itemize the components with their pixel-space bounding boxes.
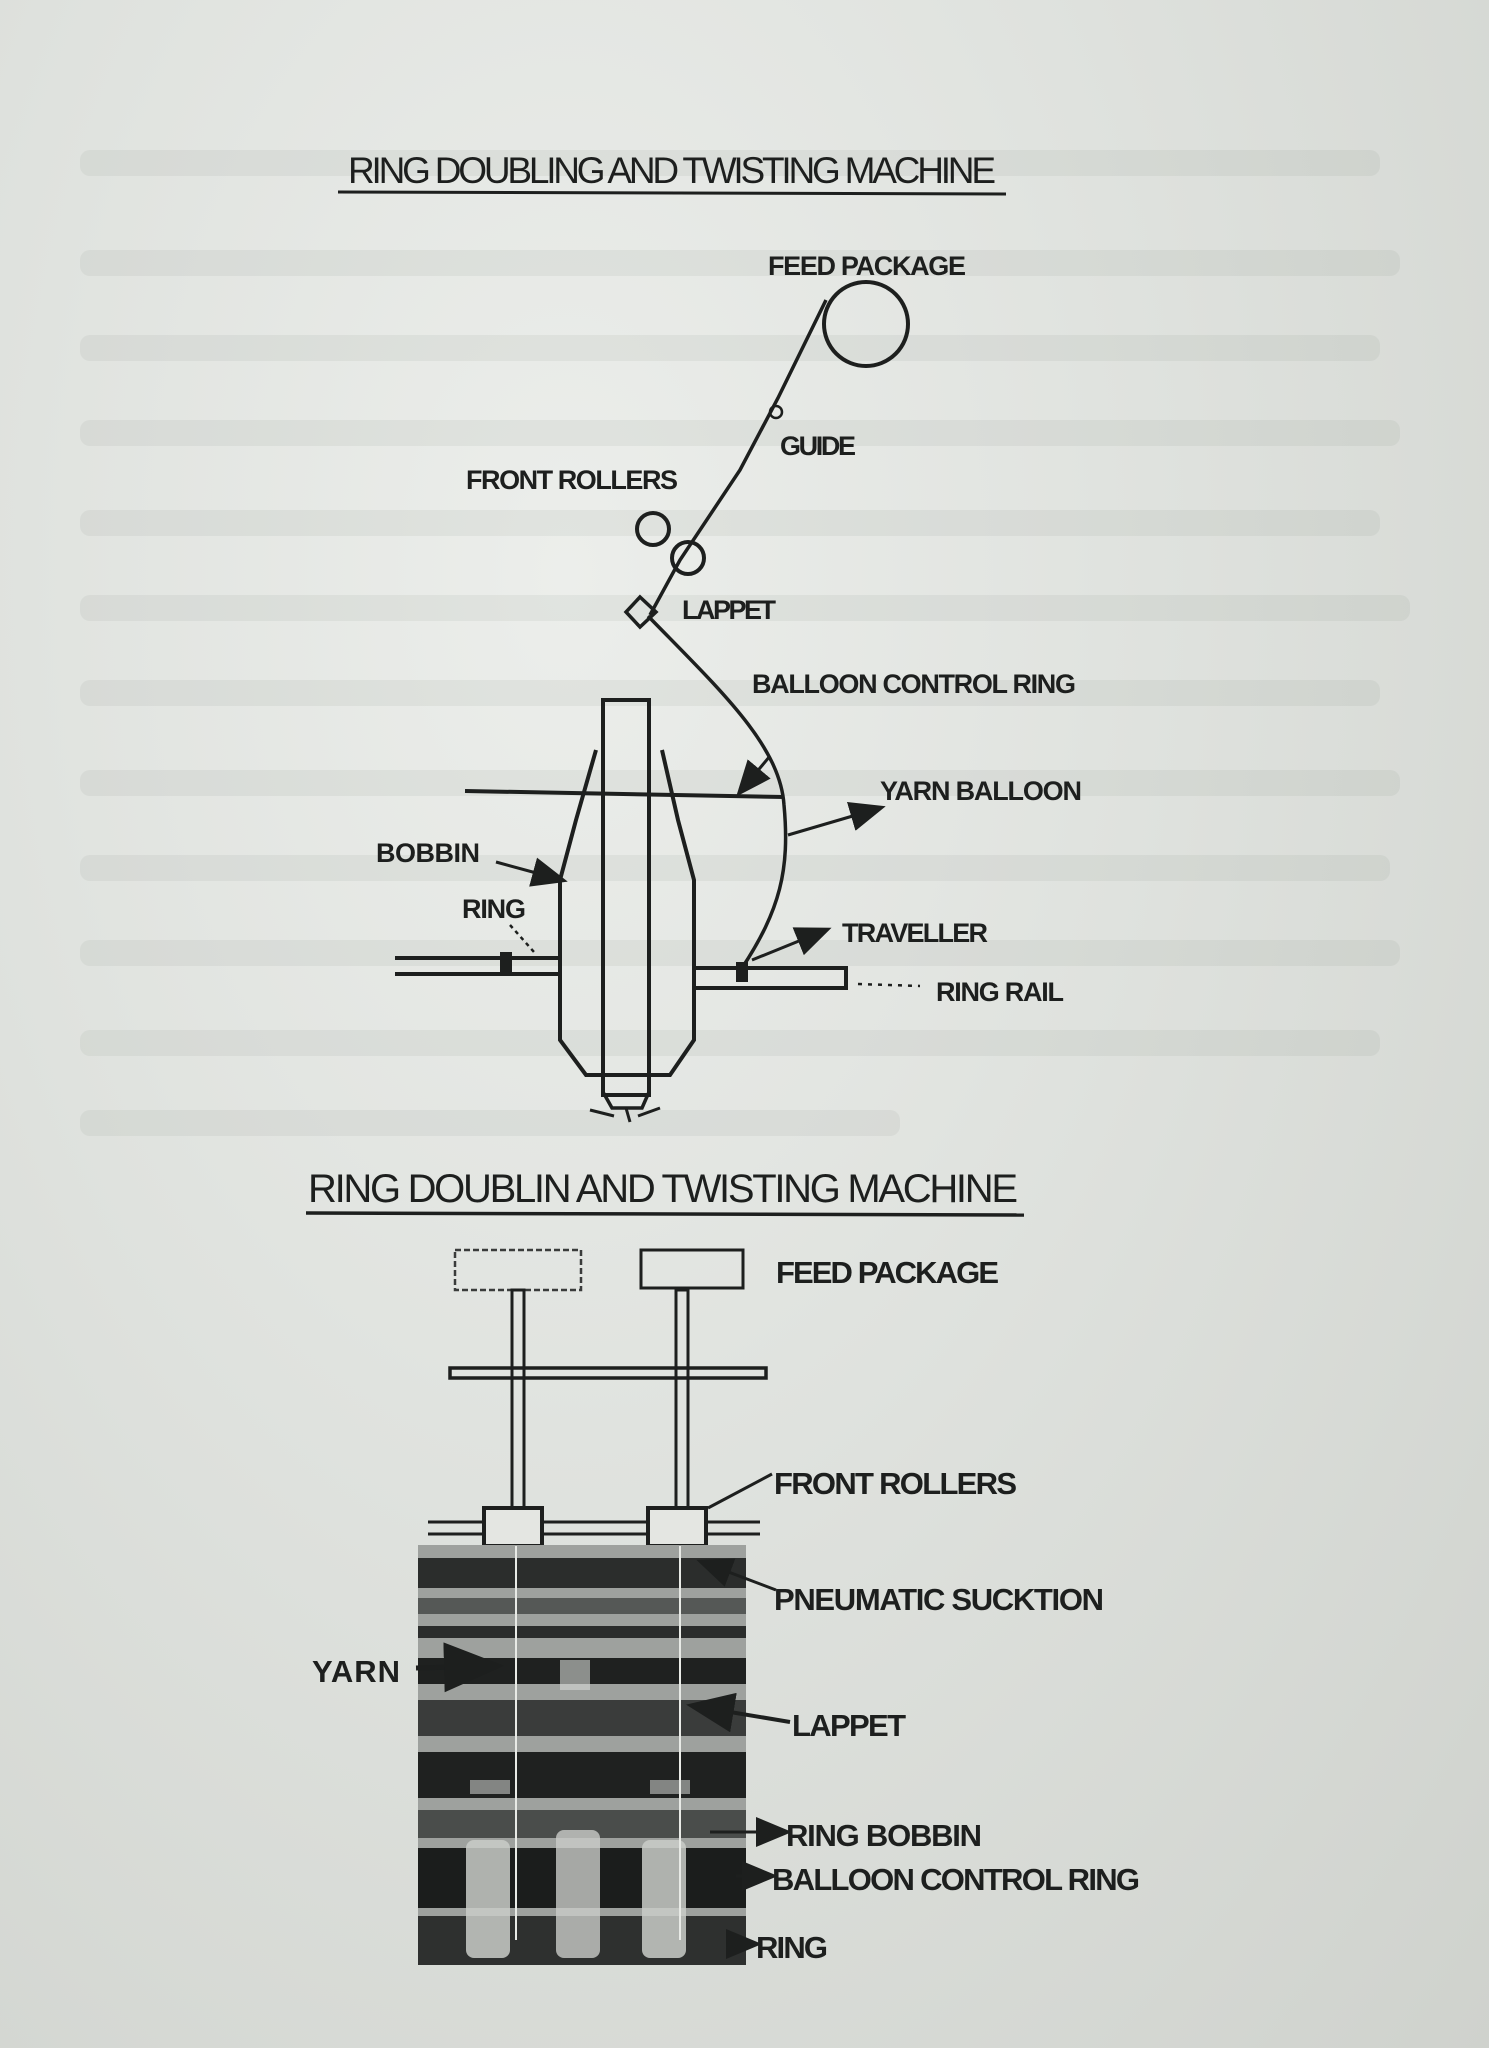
front-roller-right: [646, 1506, 708, 1548]
diagram-1: RING DOUBLING AND TWISTING MACHINE: [337, 150, 1082, 1123]
label-lappet-2: LAPPET: [792, 1708, 906, 1743]
diagram-2-title: RING DOUBLIN AND TWISTING MACHINE: [308, 1167, 1018, 1211]
feed-package-right: [639, 1248, 745, 1290]
yarn-path-upper: [648, 299, 828, 616]
machine-photo: [418, 1545, 746, 1965]
spindle: [601, 698, 651, 1097]
label-pneumatic-suction: PNEUMATIC SUCKTION: [774, 1582, 1104, 1617]
balloon-control-ring-line: [464, 789, 785, 799]
feed-rod-right: [674, 1288, 690, 1514]
label-balloon-control-ring: BALLOON CONTROL RING: [752, 669, 1076, 699]
label-lappet: LAPPET: [682, 595, 777, 625]
front-roller-top: [635, 511, 671, 547]
label-traveller: TRAVELLER: [842, 918, 988, 948]
yarn-balloon-arrow: [787, 802, 886, 837]
creel-cross-bar: [448, 1366, 768, 1380]
machine-highlight-3: [650, 1780, 690, 1794]
feed-package-circle: [822, 280, 910, 368]
label-front-rollers-2: FRONT ROLLERS: [774, 1466, 1017, 1501]
machine-bobbin-1: [466, 1840, 510, 1958]
ring-rail-leader: [857, 982, 921, 988]
label-front-rollers: FRONT ROLLERS: [466, 465, 678, 495]
lappet-arrow: [686, 1692, 791, 1733]
label-ring-rail: RING RAIL: [936, 977, 1064, 1007]
diagram-2: RING DOUBLIN AND TWISTING MACHINE: [305, 1167, 1140, 1965]
pneumatic-suction-arrow: [696, 1558, 777, 1592]
front-rollers-leader: [707, 1472, 773, 1510]
diagram-1-title: RING DOUBLING AND TWISTING MACHINE: [348, 150, 996, 191]
machine-highlight-1: [560, 1660, 590, 1690]
diagram-1-title-underline: [337, 190, 1007, 196]
machine-band-6: [418, 1752, 746, 1798]
machine-bobbin-3: [642, 1840, 686, 1958]
yarn-balloon-curve: [646, 614, 788, 969]
label-ring-2: RING: [756, 1930, 828, 1965]
label-ring: RING: [462, 894, 526, 924]
ring-profile-left: [500, 952, 512, 976]
machine-band-1: [418, 1558, 746, 1588]
machine-band-2: [418, 1598, 746, 1614]
yarn-arrow: [415, 1642, 504, 1693]
ring-rail-right: [692, 966, 848, 990]
label-guide: GUIDE: [780, 431, 856, 461]
label-balloon-control-ring-2: BALLOON CONTROL RING: [772, 1862, 1140, 1897]
feed-rod-left: [510, 1288, 526, 1514]
traveller-mark: [736, 962, 748, 982]
machine-band-3: [418, 1626, 746, 1638]
lappet-diamond: [623, 594, 659, 630]
label-feed-package: FEED PACKAGE: [768, 251, 966, 281]
balloon-control-ring-arrow: [736, 755, 772, 797]
bobbin-outline: [558, 749, 696, 1077]
ring-leader: [509, 924, 535, 953]
label-yarn-balloon: YARN BALLOON: [880, 776, 1082, 806]
front-roller-bottom: [670, 540, 706, 576]
label-yarn: YARN: [312, 1654, 400, 1689]
bobbin-arrow: [495, 857, 568, 887]
label-bobbin: BOBBIN: [376, 838, 480, 868]
feed-package-left: [453, 1248, 583, 1292]
guide-eye: [768, 404, 784, 420]
diagram-2-title-underline: [305, 1211, 1025, 1217]
traveller-arrow: [751, 927, 832, 962]
machine-highlight-2: [470, 1780, 510, 1794]
front-roller-left: [482, 1506, 544, 1548]
label-ring-bobbin: RING BOBBIN: [786, 1818, 982, 1853]
label-feed-package-2: FEED PACKAGE: [776, 1255, 999, 1290]
machine-bobbin-2: [556, 1830, 600, 1958]
spindle-foot: [589, 1106, 661, 1123]
